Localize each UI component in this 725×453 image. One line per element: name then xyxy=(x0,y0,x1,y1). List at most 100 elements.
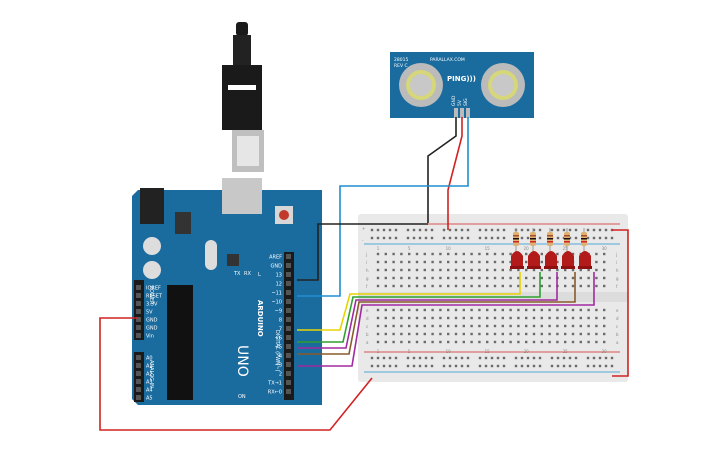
breadboard-hole[interactable] xyxy=(532,340,536,344)
analog-pin[interactable] xyxy=(136,363,141,368)
breadboard-hole[interactable] xyxy=(490,236,494,240)
breadboard-hole[interactable] xyxy=(454,284,458,288)
breadboard-hole[interactable] xyxy=(486,252,489,256)
breadboard-hole[interactable] xyxy=(447,260,450,264)
breadboard-hole[interactable] xyxy=(424,236,428,240)
sensor-pin[interactable] xyxy=(454,108,458,118)
breadboard-hole[interactable] xyxy=(408,324,411,328)
breadboard-hole[interactable] xyxy=(595,340,598,344)
breadboard-hole[interactable] xyxy=(431,284,434,288)
breadboard-hole[interactable] xyxy=(384,284,387,288)
breadboard-hole[interactable] xyxy=(571,324,575,328)
breadboard-hole[interactable] xyxy=(525,332,528,336)
breadboard-hole[interactable] xyxy=(406,228,410,232)
breadboard-hole[interactable] xyxy=(514,356,518,360)
breadboard-hole[interactable] xyxy=(388,364,392,368)
breadboard-hole[interactable] xyxy=(376,324,380,328)
breadboard-hole[interactable] xyxy=(408,308,411,312)
breadboard-hole[interactable] xyxy=(400,316,403,320)
breadboard-hole[interactable] xyxy=(501,324,504,328)
breadboard-hole[interactable] xyxy=(564,268,567,272)
breadboard-hole[interactable] xyxy=(517,284,520,288)
breadboard-hole[interactable] xyxy=(509,276,512,280)
breadboard-hole[interactable] xyxy=(418,228,422,232)
breadboard-hole[interactable] xyxy=(423,276,426,280)
breadboard-hole[interactable] xyxy=(564,332,567,336)
breadboard-hole[interactable] xyxy=(598,236,602,240)
breadboard-hole[interactable] xyxy=(462,340,465,344)
breadboard-hole[interactable] xyxy=(462,308,465,312)
breadboard-hole[interactable] xyxy=(394,228,398,232)
breadboard-hole[interactable] xyxy=(423,308,426,312)
breadboard-hole[interactable] xyxy=(447,324,450,328)
breadboard-hole[interactable] xyxy=(501,252,504,256)
breadboard-hole[interactable] xyxy=(376,308,380,312)
breadboard-hole[interactable] xyxy=(603,324,606,328)
breadboard-hole[interactable] xyxy=(408,316,411,320)
breadboard-hole[interactable] xyxy=(579,308,582,312)
breadboard-hole[interactable] xyxy=(486,276,489,280)
breadboard-hole[interactable] xyxy=(540,284,543,288)
breadboard-hole[interactable] xyxy=(571,308,575,312)
digital-pin[interactable] xyxy=(286,344,291,349)
breadboard-hole[interactable] xyxy=(493,324,497,328)
breadboard-hole[interactable] xyxy=(415,332,419,336)
breadboard-hole[interactable] xyxy=(384,340,387,344)
breadboard-hole[interactable] xyxy=(448,236,452,240)
breadboard-hole[interactable] xyxy=(442,236,446,240)
breadboard-hole[interactable] xyxy=(586,236,590,240)
breadboard-hole[interactable] xyxy=(548,324,551,328)
digital-pin[interactable] xyxy=(286,272,291,277)
breadboard-hole[interactable] xyxy=(454,268,458,272)
breadboard-hole[interactable] xyxy=(509,260,512,264)
breadboard-hole[interactable] xyxy=(556,260,559,264)
breadboard-hole[interactable] xyxy=(538,228,542,232)
breadboard-hole[interactable] xyxy=(556,252,559,256)
breadboard-hole[interactable] xyxy=(526,356,530,360)
breadboard-hole[interactable] xyxy=(587,268,590,272)
breadboard-hole[interactable] xyxy=(595,332,598,336)
breadboard-hole[interactable] xyxy=(478,284,481,288)
breadboard-hole[interactable] xyxy=(454,228,458,232)
breadboard-hole[interactable] xyxy=(478,228,482,232)
breadboard-hole[interactable] xyxy=(540,268,543,272)
breadboard-hole[interactable] xyxy=(400,268,403,272)
breadboard-hole[interactable] xyxy=(431,252,434,256)
breadboard-hole[interactable] xyxy=(424,228,428,232)
breadboard-hole[interactable] xyxy=(470,260,473,264)
breadboard-hole[interactable] xyxy=(470,324,473,328)
breadboard-hole[interactable] xyxy=(571,332,575,336)
breadboard-hole[interactable] xyxy=(517,308,520,312)
breadboard-hole[interactable] xyxy=(502,236,506,240)
breadboard-hole[interactable] xyxy=(447,268,450,272)
breadboard-hole[interactable] xyxy=(579,324,582,328)
breadboard-hole[interactable] xyxy=(579,316,582,320)
breadboard-hole[interactable] xyxy=(431,308,434,312)
breadboard-hole[interactable] xyxy=(486,284,489,288)
breadboard-hole[interactable] xyxy=(470,332,473,336)
breadboard-hole[interactable] xyxy=(540,308,543,312)
breadboard-hole[interactable] xyxy=(490,364,494,368)
breadboard-hole[interactable] xyxy=(540,340,543,344)
breadboard-hole[interactable] xyxy=(493,316,497,320)
breadboard-hole[interactable] xyxy=(496,236,500,240)
breadboard-hole[interactable] xyxy=(423,284,426,288)
digital-pin[interactable] xyxy=(286,335,291,340)
breadboard-hole[interactable] xyxy=(525,268,528,272)
breadboard-hole[interactable] xyxy=(556,356,560,360)
breadboard-hole[interactable] xyxy=(376,276,380,280)
breadboard-hole[interactable] xyxy=(415,308,419,312)
breadboard-hole[interactable] xyxy=(478,364,482,368)
breadboard-hole[interactable] xyxy=(442,356,446,360)
digital-pin[interactable] xyxy=(286,380,291,385)
breadboard-hole[interactable] xyxy=(382,356,386,360)
digital-pin[interactable] xyxy=(286,353,291,358)
breadboard-hole[interactable] xyxy=(540,316,543,320)
analog-pin[interactable] xyxy=(136,395,141,400)
breadboard-hole[interactable] xyxy=(564,276,567,280)
breadboard-hole[interactable] xyxy=(595,308,598,312)
breadboard-hole[interactable] xyxy=(439,308,442,312)
breadboard-hole[interactable] xyxy=(604,356,608,360)
breadboard-hole[interactable] xyxy=(423,332,426,336)
